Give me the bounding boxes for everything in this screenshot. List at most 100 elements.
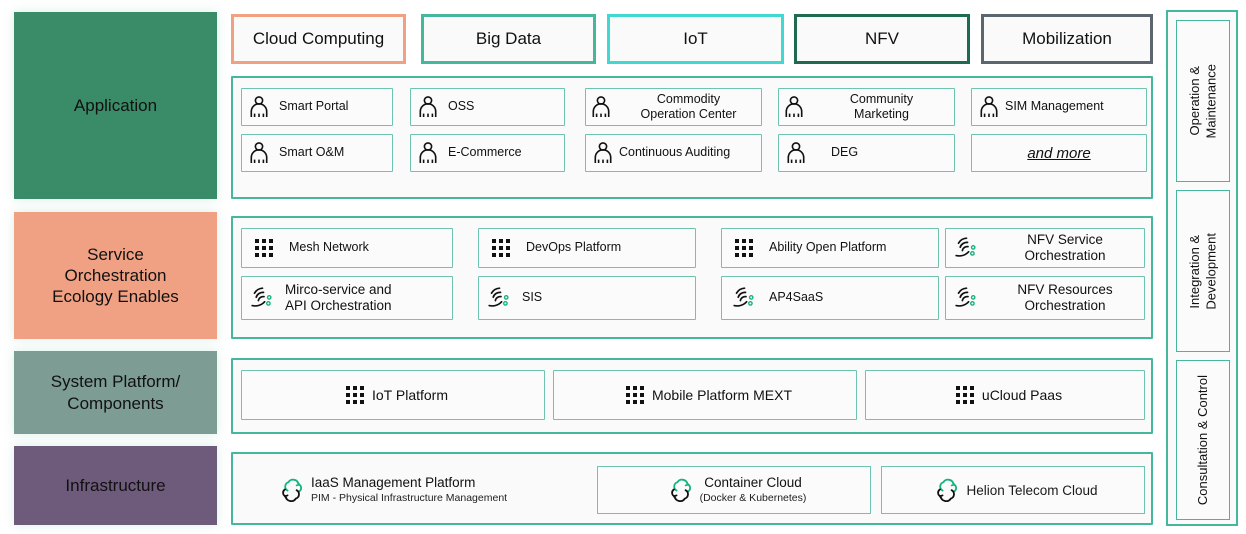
orchestration-wave-icon (242, 285, 282, 311)
category-chip-iot[interactable]: IoT (607, 14, 784, 64)
category-chip-label: Mobilization (1022, 29, 1112, 48)
app-item-sim-management[interactable]: SIM Management (971, 88, 1147, 126)
person-icon (590, 141, 616, 165)
rail-item-label: Integration & Development (1186, 232, 1218, 310)
app-item-label: SIM Management (1005, 99, 1104, 114)
layer-label-text: System Platform/ Components (50, 372, 181, 413)
app-item-label: Smart O&M (279, 145, 345, 160)
orchestration-wave-icon (946, 235, 986, 261)
infra-item-subtitle: PIM - Physical Infrastructure Management (311, 491, 508, 504)
app-item-smart-om[interactable]: Smart O&M (241, 134, 393, 172)
cloud-refresh-icon (928, 478, 966, 502)
system-item-iot-platform[interactable]: IoT Platform (241, 370, 545, 420)
person-icon (411, 95, 445, 119)
layer-label-text: Application (73, 95, 158, 115)
category-chip-nfv[interactable]: NFV (794, 14, 970, 64)
infra-item-text: IaaS Management Platform PIM - Physical … (311, 475, 507, 505)
person-icon (411, 141, 445, 165)
service-item-mesh-network[interactable]: Mesh Network (241, 228, 453, 268)
infra-item-title: IaaS Management Platform (311, 475, 476, 490)
app-item-label: Continuous Auditing (619, 145, 731, 160)
system-item-mobile-platform-mext[interactable]: Mobile Platform MEXT (553, 370, 857, 420)
app-item-label: Community Marketing (849, 91, 914, 121)
service-item-ap4saas[interactable]: AP4SaaS (721, 276, 939, 320)
right-rail: Operation & Maintenance Integration & De… (1166, 10, 1238, 526)
person-icon (976, 95, 1002, 119)
system-item-label: IoT Platform (372, 387, 448, 403)
system-layer-panel: IoT Platform Mobile Platform MEXT uCloud… (231, 358, 1153, 434)
app-item-oss[interactable]: OSS (410, 88, 565, 126)
layer-label-application: Application (14, 12, 217, 199)
service-item-nfv-service-orchestration[interactable]: NFV Service Orchestration (945, 228, 1145, 268)
service-item-label: Mesh Network (289, 240, 369, 255)
rail-item-consultation-control[interactable]: Consultation & Control (1176, 360, 1230, 520)
app-item-community-marketing[interactable]: Community Marketing (778, 88, 955, 126)
orchestration-wave-icon (479, 285, 519, 311)
service-item-label: NFV Service Orchestration (1024, 231, 1106, 263)
app-item-smart-portal[interactable]: Smart Portal (241, 88, 393, 126)
service-item-label: SIS (522, 290, 543, 305)
category-chip-label: Cloud Computing (252, 29, 385, 48)
category-chip-label: IoT (683, 29, 708, 48)
infra-item-title: Helion Telecom Cloud (966, 482, 1098, 498)
app-item-label: Commodity Operation Center (640, 91, 737, 121)
app-item-label: DEG (831, 145, 859, 160)
rail-item-label: Operation & Maintenance (1186, 63, 1218, 139)
layer-label-infrastructure: Infrastructure (14, 446, 217, 525)
app-item-continuous-auditing[interactable]: Continuous Auditing (585, 134, 762, 172)
service-item-label: Ability Open Platform (769, 240, 887, 255)
app-item-deg[interactable]: DEG (778, 134, 955, 172)
app-item-and-more[interactable]: and more (971, 134, 1147, 172)
service-item-label: DevOps Platform (526, 240, 622, 255)
layer-label-system: System Platform/ Components (14, 351, 217, 434)
layer-label-service: Service Orchestration Ecology Enables (14, 212, 217, 339)
category-chip-label: Big Data (475, 29, 542, 48)
rail-item-label: Consultation & Control (1194, 374, 1210, 506)
system-item-ucloud-paas[interactable]: uCloud Paas (865, 370, 1145, 420)
app-item-e-commerce[interactable]: E-Commerce (410, 134, 565, 172)
system-item-label: uCloud Paas (981, 387, 1063, 403)
system-item-label: Mobile Platform MEXT (651, 387, 793, 403)
layer-label-text: Service Orchestration Ecology Enables (52, 244, 179, 307)
person-icon (242, 95, 276, 119)
category-chip-label: NFV (865, 29, 899, 48)
infra-item-iaas-management-platform[interactable]: IaaS Management Platform PIM - Physical … (273, 466, 603, 514)
grid-dots-icon (618, 385, 652, 405)
infra-item-title: Container Cloud (704, 475, 802, 490)
rail-item-operation-maintenance[interactable]: Operation & Maintenance (1176, 20, 1230, 182)
app-item-label: E-Commerce (448, 145, 522, 160)
person-icon (779, 141, 813, 165)
grid-dots-icon (722, 238, 766, 258)
person-icon (779, 95, 809, 119)
service-item-devops-platform[interactable]: DevOps Platform (478, 228, 696, 268)
orchestration-wave-icon (946, 285, 986, 311)
service-item-label: NFV Resources Orchestration (1017, 281, 1113, 313)
service-layer-panel: Mesh Network DevOps Platform Ability Ope… (231, 216, 1153, 339)
grid-dots-icon (338, 385, 372, 405)
grid-dots-icon (242, 238, 286, 258)
service-item-nfv-resources-orchestration[interactable]: NFV Resources Orchestration (945, 276, 1145, 320)
service-item-micro-service-api-orchestration[interactable]: Mirco-service and API Orchestration (241, 276, 453, 320)
infrastructure-layer-panel: IaaS Management Platform PIM - Physical … (231, 452, 1153, 525)
app-item-label: Smart Portal (279, 99, 349, 114)
grid-dots-icon (479, 238, 523, 258)
cloud-refresh-icon (273, 478, 311, 502)
infra-item-helion-telecom-cloud[interactable]: Helion Telecom Cloud (881, 466, 1145, 514)
app-item-label: OSS (448, 99, 475, 114)
orchestration-wave-icon (722, 285, 766, 311)
category-chip-mobilization[interactable]: Mobilization (981, 14, 1153, 64)
application-layer-panel: Smart Portal OSS Commodity Operation Cen… (231, 76, 1153, 199)
grid-dots-icon (948, 385, 982, 405)
cloud-refresh-icon (662, 478, 700, 502)
layer-label-text: Infrastructure (65, 475, 166, 495)
person-icon (586, 95, 616, 119)
rail-item-integration-development[interactable]: Integration & Development (1176, 190, 1230, 352)
category-chip-cloud-computing[interactable]: Cloud Computing (231, 14, 406, 64)
app-item-commodity-operation-center[interactable]: Commodity Operation Center (585, 88, 762, 126)
category-chip-big-data[interactable]: Big Data (421, 14, 596, 64)
infra-item-text: Container Cloud (Docker & Kubernetes) (700, 475, 807, 505)
service-item-sis[interactable]: SIS (478, 276, 696, 320)
service-item-ability-open-platform[interactable]: Ability Open Platform (721, 228, 939, 268)
infra-item-container-cloud[interactable]: Container Cloud (Docker & Kubernetes) (597, 466, 871, 514)
